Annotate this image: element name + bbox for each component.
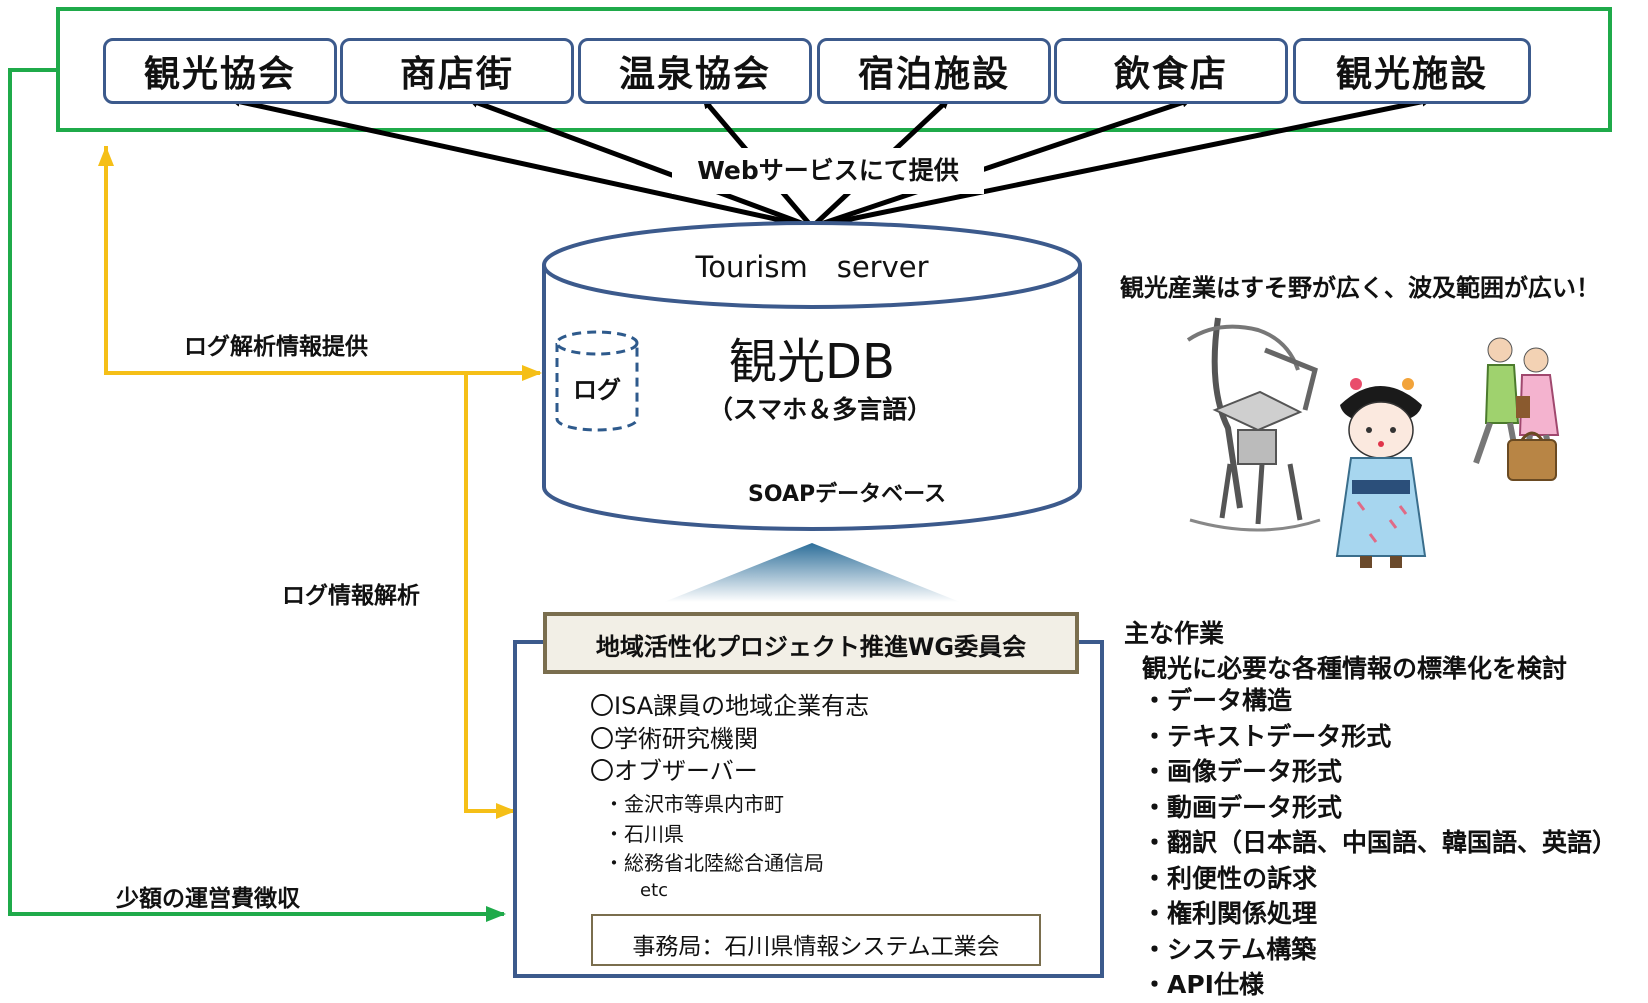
committee-member-3: 〇オブザーバー <box>590 757 758 785</box>
stone-lantern-illustration <box>1186 317 1321 532</box>
org-box-shopping-street: 商店街 <box>340 38 574 104</box>
service-arrow-6 <box>811 96 1432 230</box>
task-item: ・権利関係処理 <box>1142 899 1318 928</box>
observer-etc: etc <box>640 880 669 901</box>
org-box-restaurant: 飲食店 <box>1054 38 1288 104</box>
db-title: 観光DB <box>729 334 895 390</box>
observer-3: ・総務省北陸総合通信局 <box>604 851 824 875</box>
tasks-heading: 主な作業 <box>1124 619 1225 648</box>
org-label: 飲食店 <box>1113 54 1228 95</box>
org-label: 温泉協会 <box>618 54 771 95</box>
service-arrow-1 <box>230 96 813 230</box>
log-cylinder-label: ログ <box>573 376 621 404</box>
org-label: 観光協会 <box>143 54 296 95</box>
office-box <box>591 914 1041 966</box>
database-cylinder-body <box>542 265 1082 531</box>
org-box-tourism-association: 観光協会 <box>103 38 337 104</box>
tasks-list: ・データ構造 ・テキストデータ形式 ・画像データ形式 ・動画データ形式 ・翻訳（… <box>1142 683 1617 1003</box>
log-cylinder-body <box>555 343 639 432</box>
org-box-hot-spring-association: 温泉協会 <box>578 38 812 104</box>
soap-database-label: SOAPデータベース <box>747 482 946 507</box>
db-subtitle: （スマホ＆多言語） <box>707 395 933 424</box>
task-item: ・API仕様 <box>1142 970 1264 999</box>
travelers-illustration <box>1473 337 1560 481</box>
service-arrow-2 <box>468 97 813 230</box>
committee-member-1: 〇ISA課員の地域企業有志 <box>590 692 870 720</box>
org-box-accommodation: 宿泊施設 <box>817 38 1051 104</box>
log-analysis-arrow <box>464 373 516 819</box>
fee-collection-label: 少額の運営費徴収 <box>116 886 300 912</box>
server-title: Tourism server <box>695 250 929 284</box>
support-triangle <box>664 543 960 602</box>
maiko-illustration <box>1335 378 1427 568</box>
org-label: 宿泊施設 <box>857 54 1010 95</box>
task-item: ・システム構築 <box>1142 934 1317 964</box>
task-item: ・動画データ形式 <box>1142 792 1343 822</box>
log-info-provide-label: ログ解析情報提供 <box>184 334 368 360</box>
observer-2: ・石川県 <box>604 822 684 846</box>
service-arrow-5 <box>811 97 1192 230</box>
task-item: ・画像データ形式 <box>1142 757 1343 786</box>
task-item: ・データ構造 <box>1142 686 1293 715</box>
web-service-label: Webサービスにて提供 <box>672 148 984 194</box>
tourism-note: 観光産業はすそ野が広く、波及範囲が広い！ <box>1120 274 1600 302</box>
task-item: ・テキストデータ形式 <box>1142 721 1392 751</box>
org-box-tourist-facility: 観光施設 <box>1293 38 1531 104</box>
org-label: 観光施設 <box>1335 54 1488 95</box>
task-item: ・利便性の訴求 <box>1142 863 1318 893</box>
office-label: 事務局：石川県情報システム工業会 <box>632 934 1000 960</box>
log-analysis-label: ログ情報解析 <box>282 583 420 609</box>
committee-member-2: 〇学術研究機関 <box>590 725 758 753</box>
database-cylinder-top <box>542 221 1082 309</box>
log-cylinder-top <box>555 330 639 356</box>
task-item: ・翻訳（日本語、中国語、韓国語、英語） <box>1142 828 1618 857</box>
org-label: 商店街 <box>399 54 514 95</box>
observer-1: ・金沢市等県内市町 <box>604 792 784 816</box>
committee-title-box <box>543 612 1079 674</box>
fee-collection-arrow <box>8 68 506 922</box>
tasks-subheading: 観光に必要な各種情報の標準化を検討 <box>1142 654 1568 683</box>
committee-title: 地域活性化プロジェクト推進WG委員会 <box>595 633 1027 661</box>
